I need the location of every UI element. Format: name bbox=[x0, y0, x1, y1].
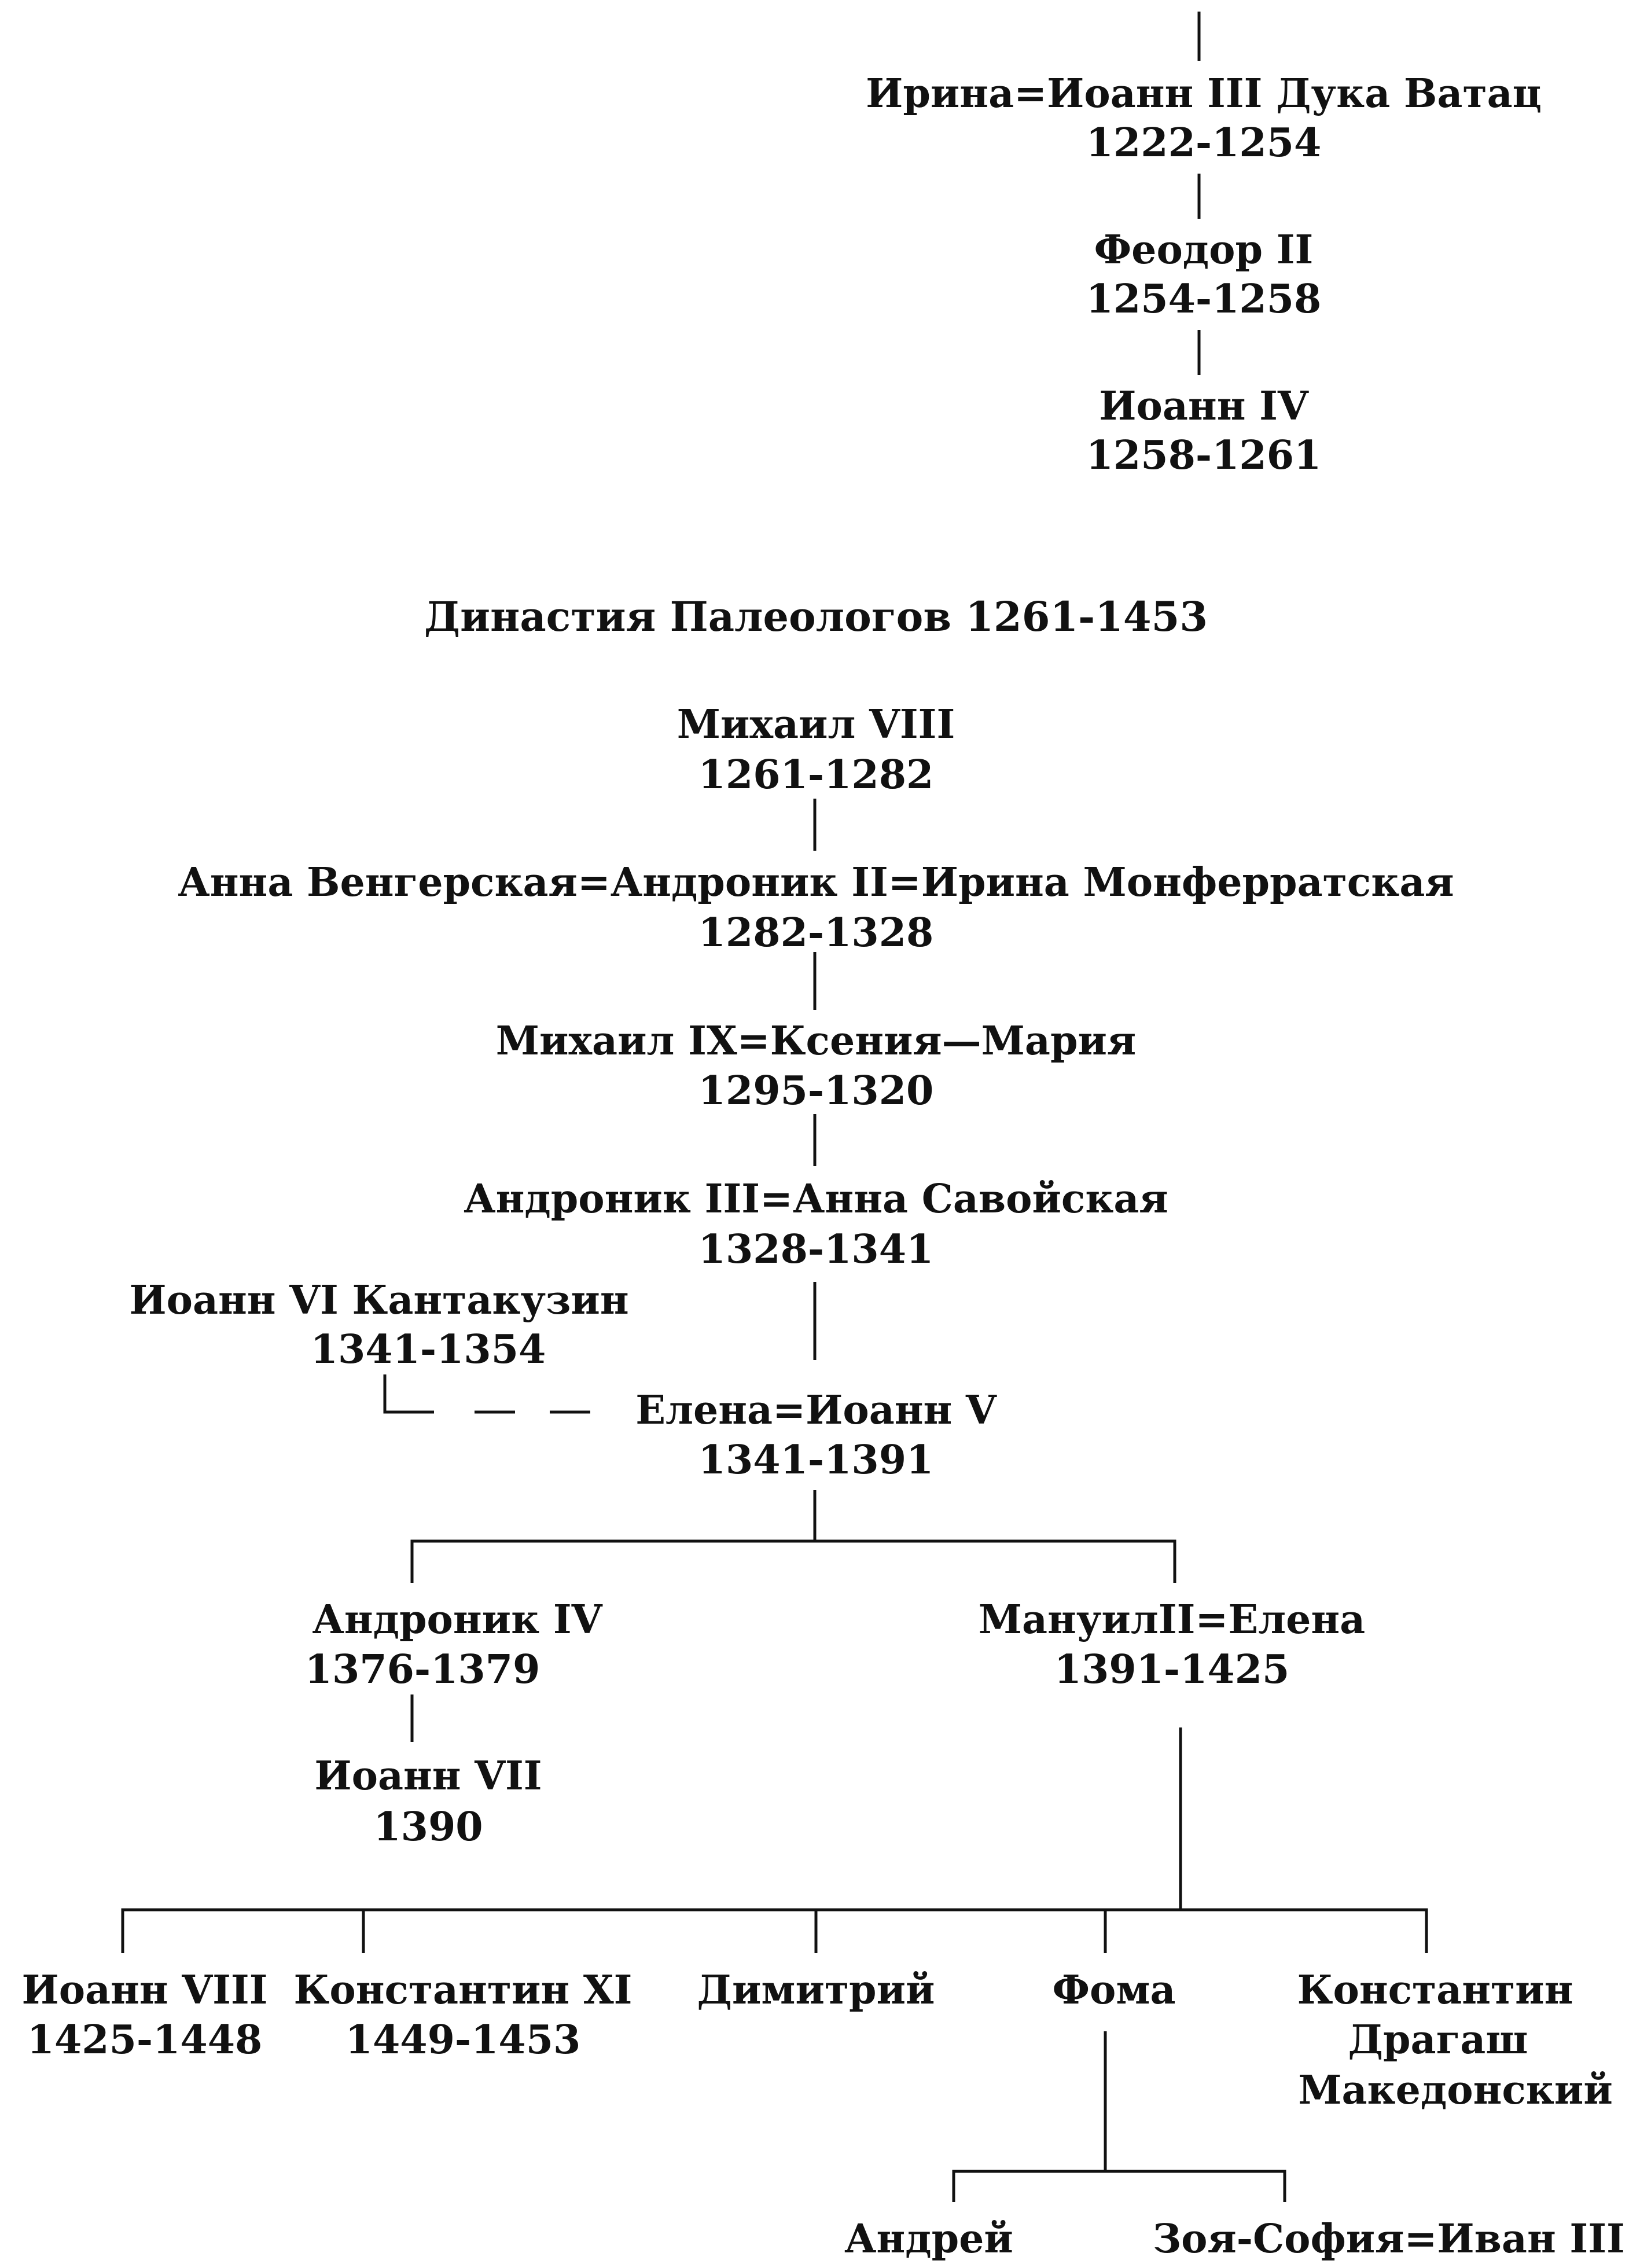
node-konstantin-dragash-1: Константин bbox=[1297, 1967, 1573, 2013]
node-andronikos3: Андроник III=Анна Савойская bbox=[464, 1176, 1168, 1222]
node-dimitriy: Димитрий bbox=[697, 1967, 935, 2013]
node-manuel2-years: 1391-1425 bbox=[1054, 1646, 1290, 1693]
bracket-manuel2-children bbox=[121, 1908, 1428, 1953]
node-andrey: Андрей bbox=[844, 2216, 1013, 2262]
node-konst11: Константин XI bbox=[294, 1967, 633, 2013]
node-ioann8: Иоанн VIII bbox=[21, 1967, 267, 2013]
node-mikhail8-years: 1261-1282 bbox=[698, 752, 934, 798]
node-ioann5-years: 1341-1391 bbox=[698, 1437, 934, 1483]
node-andronikos4-years: 1376-1379 bbox=[305, 1646, 540, 1693]
bracket-ioann5-children bbox=[410, 1539, 1176, 1583]
node-manuel2: МануилII=Елена bbox=[979, 1597, 1365, 1643]
node-ioann5: Елена=Иоанн V bbox=[635, 1387, 997, 1433]
node-konst11-years: 1449-1453 bbox=[345, 2017, 581, 2063]
diagram-title: Династия Палеологов 1261-1453 bbox=[424, 593, 1208, 641]
node-andronikos3-years: 1328-1341 bbox=[698, 1226, 934, 1273]
node-ioann4-years: 1258-1261 bbox=[1086, 432, 1322, 479]
node-kantakouzenos-years: 1341-1354 bbox=[311, 1326, 546, 1373]
node-ioann4: Иоанн IV bbox=[1099, 383, 1309, 429]
node-zoya-sofia: Зоя-София=Иван III bbox=[1153, 2216, 1625, 2262]
node-mikhail9-years: 1295-1320 bbox=[698, 1068, 934, 1114]
node-ioann7-years: 1390 bbox=[373, 1804, 483, 1850]
node-irina-ioann3-years: 1222-1254 bbox=[1086, 120, 1322, 166]
node-andronikos2-years: 1282-1328 bbox=[698, 910, 934, 956]
bracket-foma-children bbox=[952, 2170, 1286, 2202]
node-ioann8-years: 1425-1448 bbox=[27, 2017, 263, 2063]
connector-kantakouzenos-elena bbox=[383, 1374, 434, 1414]
node-feodor2: Феодор II bbox=[1094, 227, 1314, 273]
node-kantakouzenos: Иоанн VI Кантакузин bbox=[129, 1277, 628, 1324]
node-andronikos2: Анна Венгерская=Андроник II=Ирина Монфер… bbox=[178, 859, 1454, 906]
node-mikhail8: Михаил VIII bbox=[677, 701, 955, 748]
node-konstantin-dragash-2: Драгаш bbox=[1348, 2017, 1528, 2063]
node-konstantin-dragash-3: Македонский bbox=[1298, 2067, 1613, 2113]
node-ioann7: Иоанн VII bbox=[314, 1753, 542, 1799]
node-irina-ioann3: Ирина=Иоанн III Дука Ватац bbox=[866, 71, 1542, 117]
node-feodor2-years: 1254-1258 bbox=[1086, 276, 1322, 322]
node-andronikos4: Андроник IV bbox=[312, 1597, 603, 1643]
node-mikhail9: Михаил IX=Ксения—Мария bbox=[496, 1018, 1136, 1064]
node-foma: Фома bbox=[1053, 1967, 1176, 2013]
